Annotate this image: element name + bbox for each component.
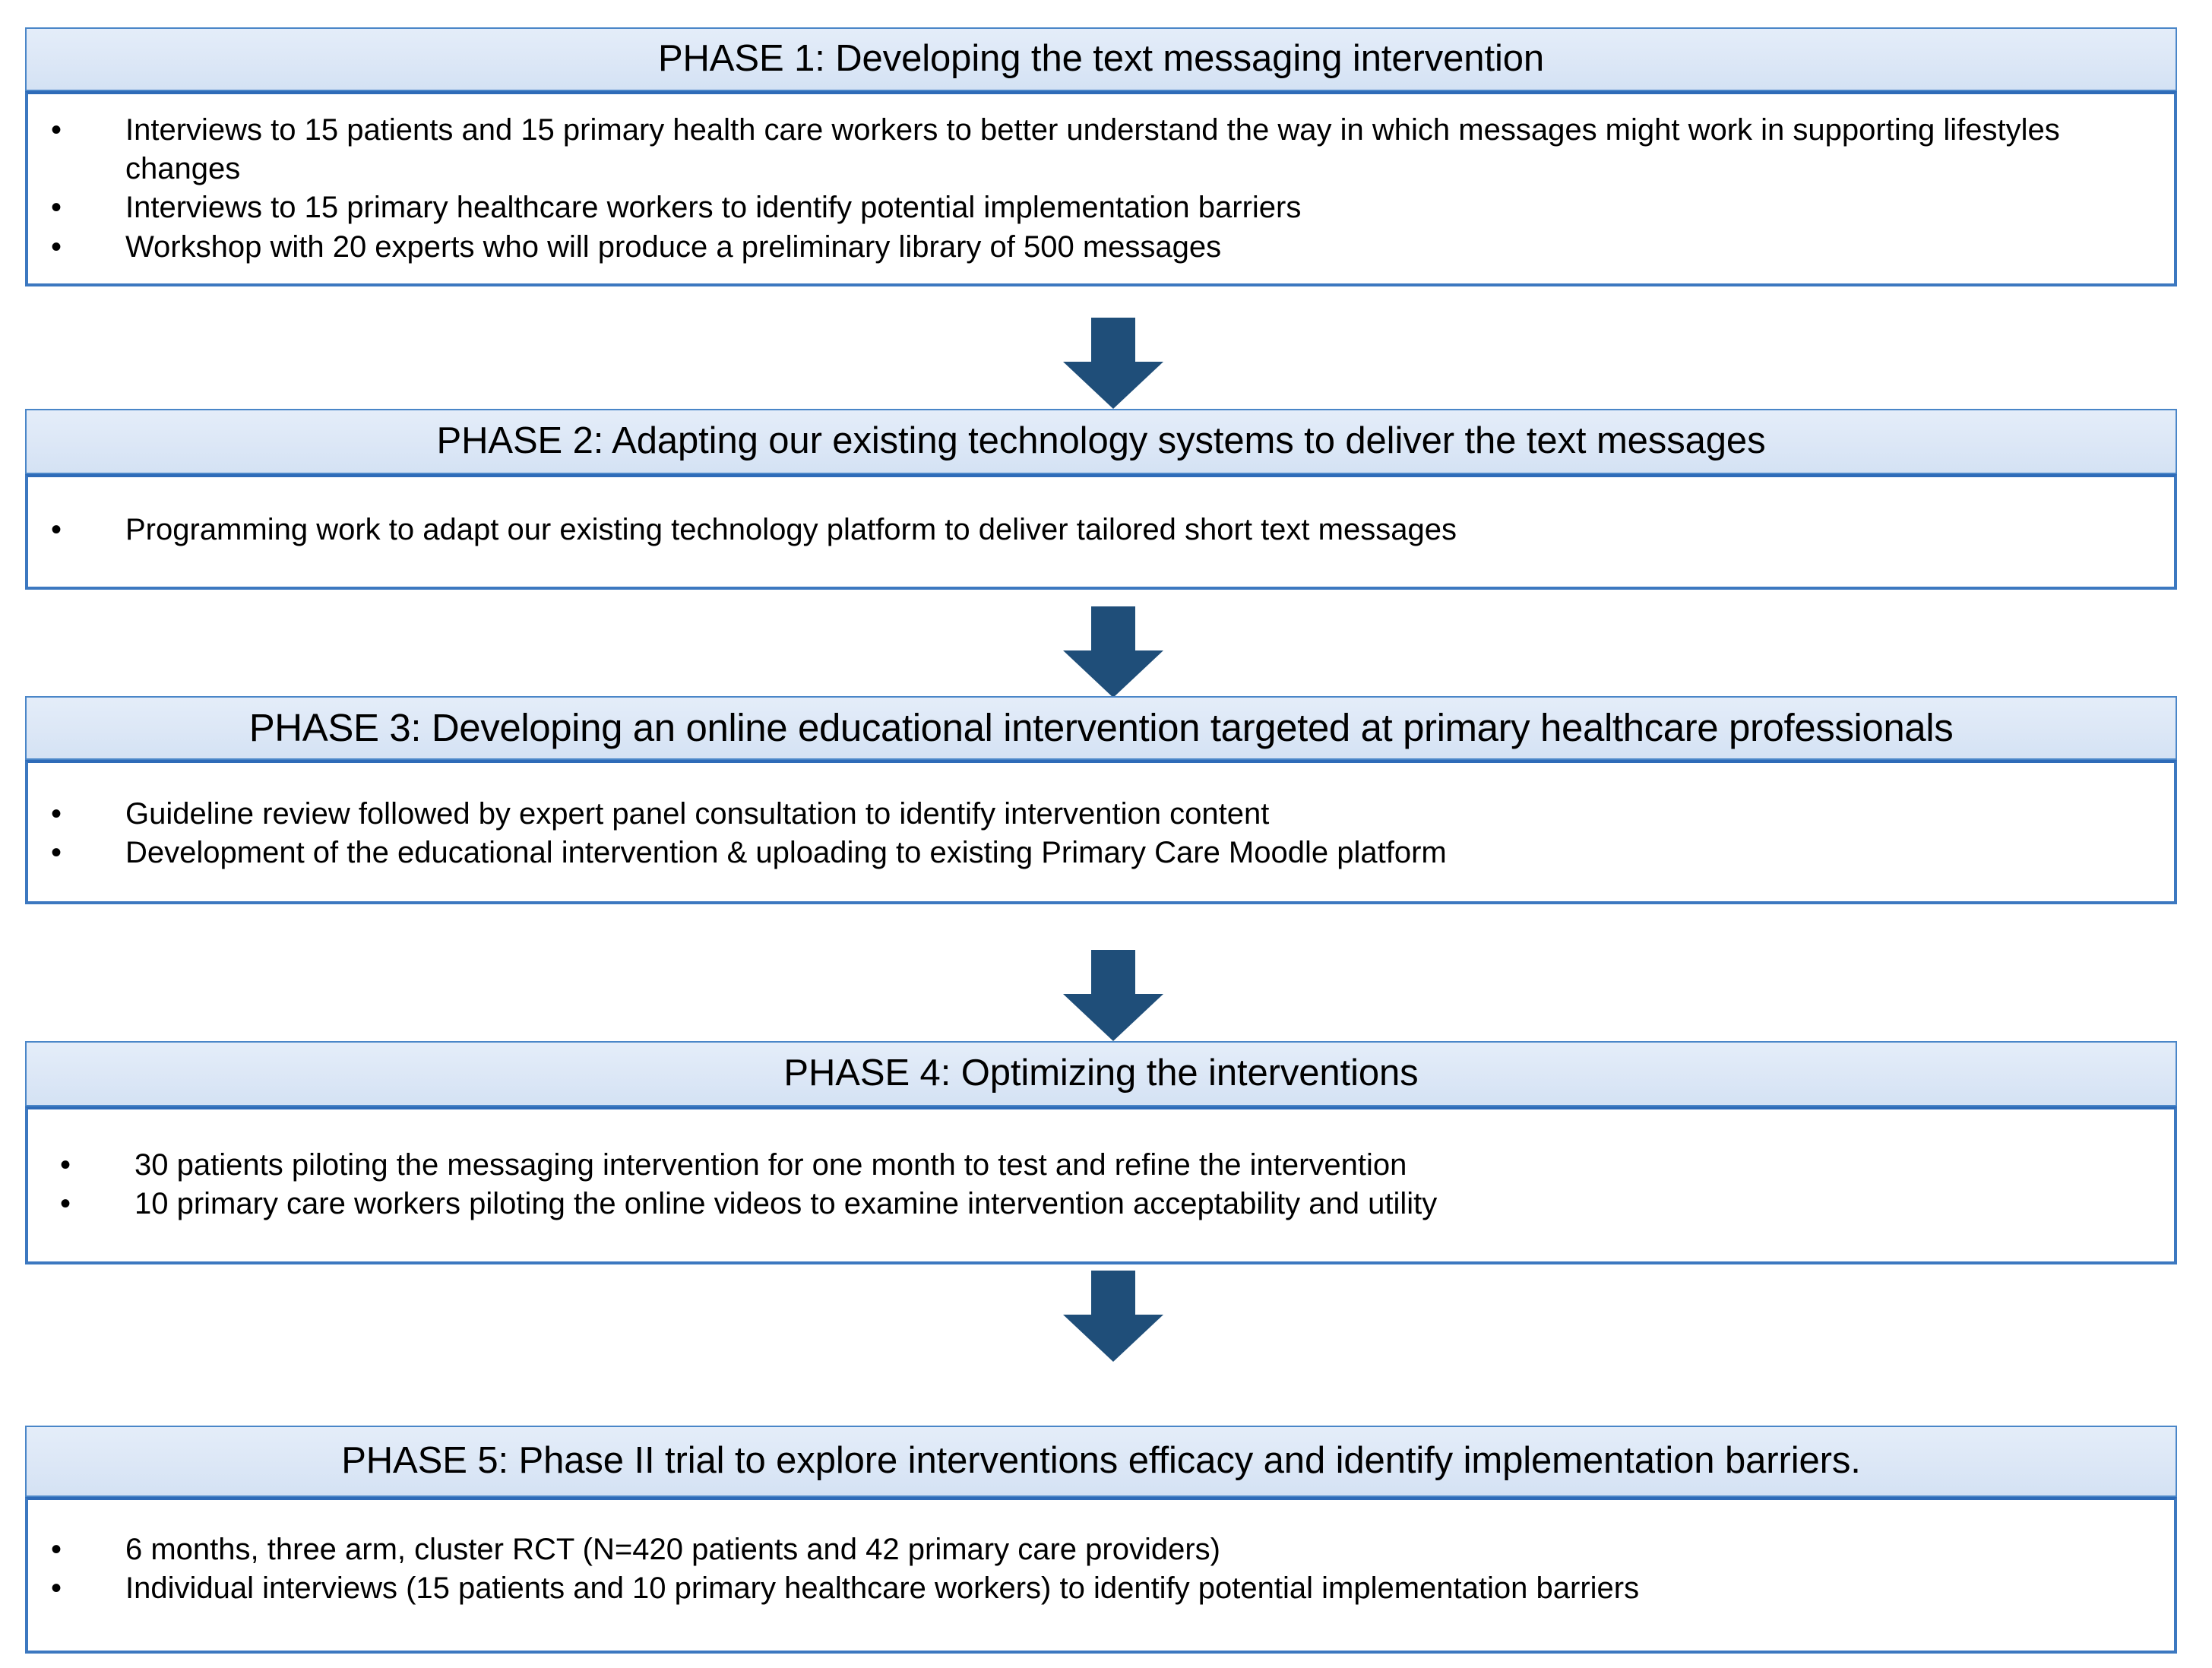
list-item: • Programming work to adapt our existing…	[28, 511, 2174, 549]
phase-5-title: PHASE 5: Phase II trial to explore inter…	[341, 1440, 1861, 1482]
list-item: • 30 patients piloting the messaging int…	[28, 1146, 2174, 1185]
phase-2-title: PHASE 2: Adapting our existing technolog…	[436, 420, 1766, 462]
bullet-dot-icon: •	[51, 836, 62, 870]
phase-3-body: • Guideline review followed by expert pa…	[25, 760, 2177, 904]
phase-block-5: PHASE 5: Phase II trial to explore inter…	[25, 1426, 2177, 1654]
list-item-text: Programming work to adapt our existing t…	[125, 513, 1457, 546]
list-item: • 6 months, three arm, cluster RCT (N=42…	[28, 1530, 2174, 1569]
list-item: • Guideline review followed by expert pa…	[28, 795, 2174, 834]
down-arrow-icon-4	[1063, 1271, 1163, 1362]
phase-5-bullet-list: • 6 months, three arm, cluster RCT (N=42…	[28, 1500, 2174, 1608]
list-item: • Interviews to 15 patients and 15 prima…	[28, 111, 2174, 188]
list-item: • Interviews to 15 primary healthcare wo…	[28, 188, 2174, 227]
phase-block-4: PHASE 4: Optimizing the interventions • …	[25, 1041, 2177, 1264]
down-arrow-icon-1	[1063, 318, 1163, 409]
phase-1-body: • Interviews to 15 patients and 15 prima…	[25, 91, 2177, 286]
down-arrow-icon	[1063, 950, 1163, 1041]
bullet-dot-icon: •	[51, 797, 62, 831]
bullet-dot-icon: •	[51, 229, 62, 264]
down-arrow-icon	[1063, 318, 1163, 409]
phase-2-bullet-list: • Programming work to adapt our existing…	[28, 477, 2174, 549]
list-item: • Development of the educational interve…	[28, 834, 2174, 872]
list-item-text: Interviews to 15 primary healthcare work…	[125, 191, 1302, 225]
phase-1-title: PHASE 1: Developing the text messaging i…	[657, 38, 1545, 80]
list-item-text: Guideline review followed by expert pane…	[125, 797, 1270, 831]
list-item-text: Interviews to 15 patients and 15 primary…	[125, 113, 2060, 186]
phase-3-title: PHASE 3: Developing an online educationa…	[248, 706, 1954, 750]
down-arrow-icon-2	[1063, 606, 1163, 698]
phase-2-header: PHASE 2: Adapting our existing technolog…	[25, 409, 2177, 474]
list-item: • Workshop with 20 experts who will prod…	[28, 228, 2174, 267]
list-item-text: 10 primary care workers piloting the onl…	[134, 1187, 1438, 1221]
bullet-dot-icon: •	[51, 1533, 62, 1566]
phase-3-bullet-list: • Guideline review followed by expert pa…	[28, 763, 2174, 872]
phase-2-body: • Programming work to adapt our existing…	[25, 474, 2177, 590]
list-item-text: 30 patients piloting the messaging inter…	[134, 1148, 1407, 1182]
phase-1-bullet-list: • Interviews to 15 patients and 15 prima…	[28, 94, 2174, 267]
down-arrow-icon-3	[1063, 950, 1163, 1041]
phase-block-3: PHASE 3: Developing an online educationa…	[25, 696, 2177, 904]
list-item-text: Development of the educational intervent…	[125, 836, 1447, 870]
list-item-text: Individual interviews (15 patients and 1…	[125, 1571, 1640, 1606]
bullet-dot-icon: •	[51, 113, 62, 147]
bullet-dot-icon: •	[51, 191, 62, 225]
phase-block-1: PHASE 1: Developing the text messaging i…	[25, 27, 2177, 286]
bullet-dot-icon: •	[51, 1571, 62, 1606]
phase-block-2: PHASE 2: Adapting our existing technolog…	[25, 409, 2177, 590]
list-item: • 10 primary care workers piloting the o…	[28, 1185, 2174, 1223]
list-item-text: Workshop with 20 experts who will produc…	[125, 229, 1222, 264]
down-arrow-icon	[1063, 606, 1163, 698]
down-arrow-icon	[1063, 1271, 1163, 1362]
phase-4-title: PHASE 4: Optimizing the interventions	[783, 1052, 1419, 1094]
phase-5-body: • 6 months, three arm, cluster RCT (N=42…	[25, 1497, 2177, 1654]
list-item-text: 6 months, three arm, cluster RCT (N=420 …	[125, 1533, 1220, 1566]
bullet-dot-icon: •	[51, 513, 62, 546]
phase-3-header: PHASE 3: Developing an online educationa…	[25, 696, 2177, 760]
phase-4-body: • 30 patients piloting the messaging int…	[25, 1106, 2177, 1264]
bullet-dot-icon: •	[60, 1148, 71, 1182]
list-item: • Individual interviews (15 patients and…	[28, 1569, 2174, 1608]
bullet-dot-icon: •	[60, 1187, 71, 1221]
phase-4-header: PHASE 4: Optimizing the interventions	[25, 1041, 2177, 1106]
phase-5-header: PHASE 5: Phase II trial to explore inter…	[25, 1426, 2177, 1497]
phase-1-header: PHASE 1: Developing the text messaging i…	[25, 27, 2177, 91]
phase-4-bullet-list: • 30 patients piloting the messaging int…	[28, 1109, 2174, 1223]
